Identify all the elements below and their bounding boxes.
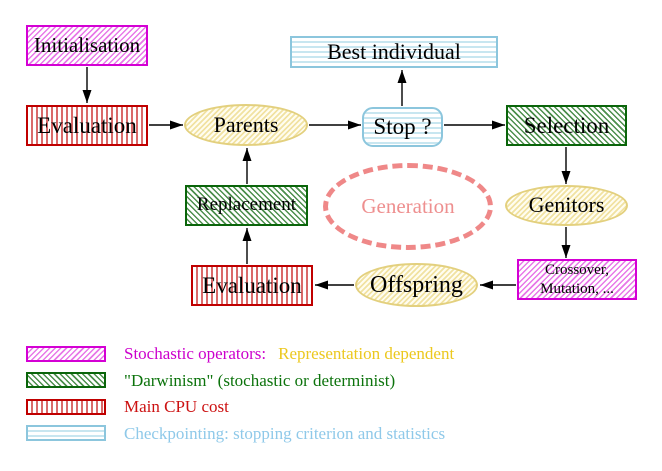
node-initialisation: Initialisation: [26, 25, 148, 66]
node-genitors: Genitors: [505, 185, 628, 226]
legend-label-checkpointing: Checkpointing: stopping criterion and st…: [124, 424, 446, 443]
legend-swatch-checkpointing: [26, 425, 106, 441]
legend-swatch-stochastic-operators: [26, 346, 106, 362]
legend-swatch-cpu-cost: [26, 399, 106, 415]
legend-label-stochastic-operators: Stochastic operators: Representation depe…: [124, 344, 454, 364]
node-evaluation-top: Evaluation: [26, 105, 148, 146]
node-best-individual: Best individual: [290, 36, 498, 68]
node-offspring: Offspring: [355, 263, 478, 307]
node-evaluation-bottom: Evaluation: [191, 265, 313, 306]
node-selection: Selection: [506, 105, 627, 146]
crossover-label-line2: Mutation, ...: [540, 280, 614, 297]
legend-representation-text: Representation dependent: [278, 344, 455, 363]
node-replacement: Replacement: [185, 185, 308, 226]
node-stop: Stop ?: [362, 107, 443, 147]
legend-swatch-darwinism: [26, 372, 106, 388]
node-parents: Parents: [184, 104, 308, 146]
legend-label-darwinism: "Darwinism" (stochastic or determinist): [124, 371, 396, 390]
generation-loop-ellipse: Generation: [323, 163, 493, 250]
legend-label-cpu-cost: Main CPU cost: [124, 397, 229, 416]
generation-label: Generation: [361, 194, 455, 218]
legend-stochastic-text: Stochastic operators:: [124, 344, 267, 363]
crossover-label-line1: Crossover,: [545, 261, 609, 278]
node-crossover-mutation: Crossover, Mutation, ...: [517, 259, 637, 300]
